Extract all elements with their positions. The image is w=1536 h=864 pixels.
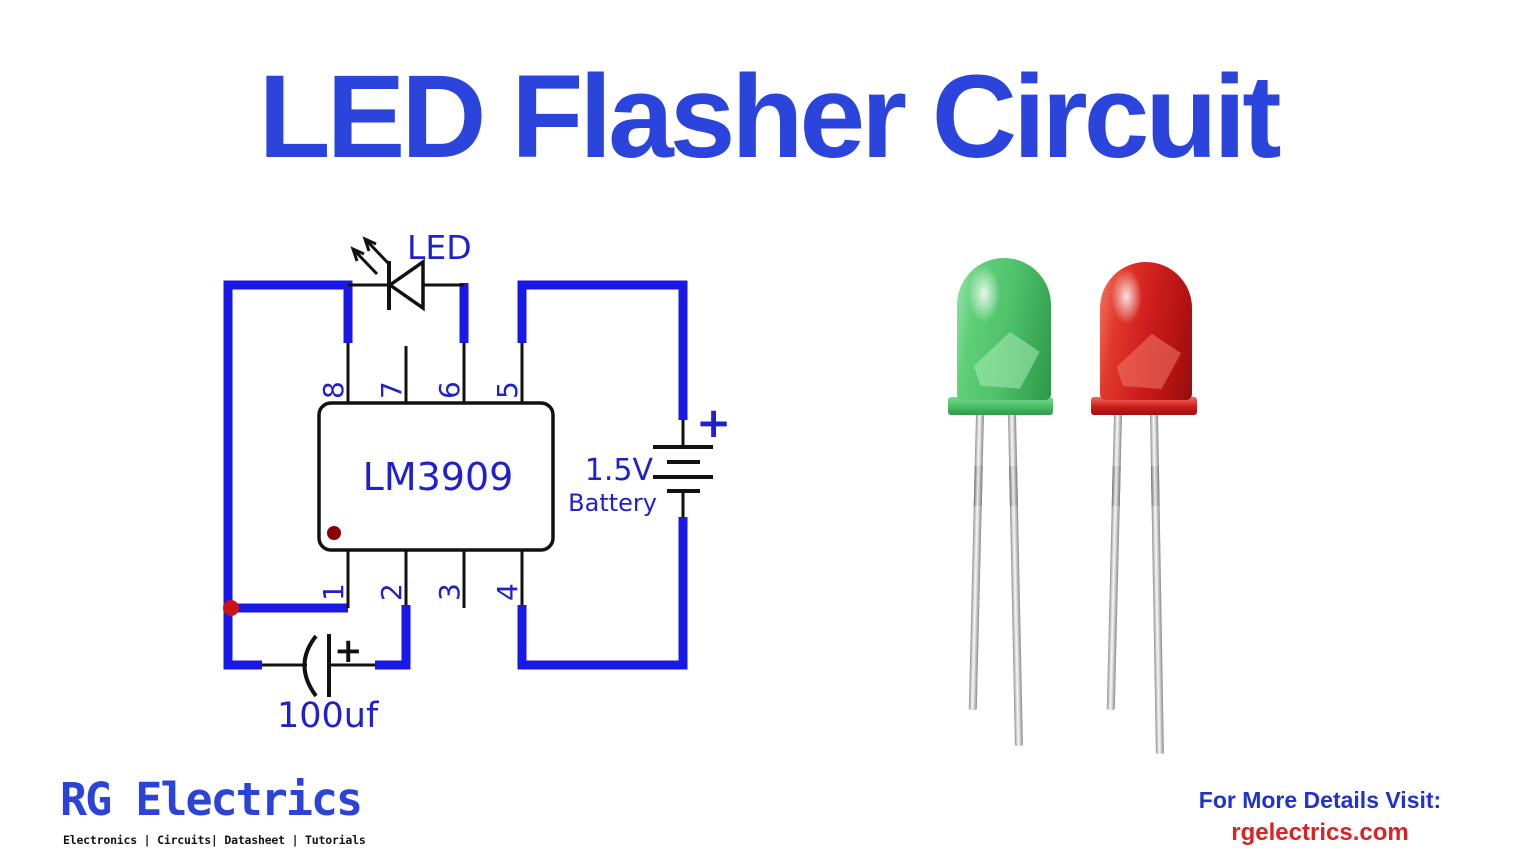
pin-label-8: 8 [317,381,350,399]
green-led-dome [957,258,1051,400]
pin-label-6: 6 [433,381,466,399]
pin-label-3: 3 [433,583,466,601]
pin-label-7: 7 [375,381,408,399]
red-led-dome [1100,262,1192,400]
page-title: LED Flasher Circuit [258,51,1281,183]
ic-label: LM3909 [363,455,514,499]
ic-body [317,401,555,552]
light-emission-arrows-icon [350,236,391,276]
red-led-flange [1091,397,1197,415]
led-label: LED [407,228,472,267]
pin-label-2: 2 [375,583,408,601]
footer: For More Details Visit: rgelectrics.com [1190,786,1450,848]
capacitor-plus-sign: + [334,631,363,671]
pin-label-1: 1 [317,583,350,601]
battery-name-label: Battery [568,489,657,517]
wire-left-loop [223,280,353,670]
led-triangle [386,258,425,312]
ic-pin1-dot [327,526,341,540]
capacitor-value-label: 100uf [277,696,379,736]
pin-label-5: 5 [491,381,524,399]
wire-battery-minus-to-pin4 [517,517,688,670]
wire-pin5-to-battery-plus [517,280,688,420]
brand-tagline: Electronics | Circuits| Datasheet | Tuto… [63,833,366,847]
wires [223,280,688,670]
brand-logo: RG Electrics [60,773,363,826]
footer-website[interactable]: rgelectrics.com [1231,818,1409,846]
led-symbol [350,236,425,312]
green-led-flange [948,397,1053,415]
junction-dot [223,600,239,616]
battery-voltage-label: 1.5V [585,453,654,488]
battery-symbol [653,445,713,493]
pin-stubs [262,283,685,667]
wire-pin2-to-capacitor [375,605,411,670]
footer-visit-text: For More Details Visit: [1198,787,1442,813]
battery-plus-sign: + [696,398,731,447]
pin-label-4: 4 [491,583,524,601]
capacitor-symbol [302,634,331,698]
capacitor-curved-plate [302,634,318,698]
